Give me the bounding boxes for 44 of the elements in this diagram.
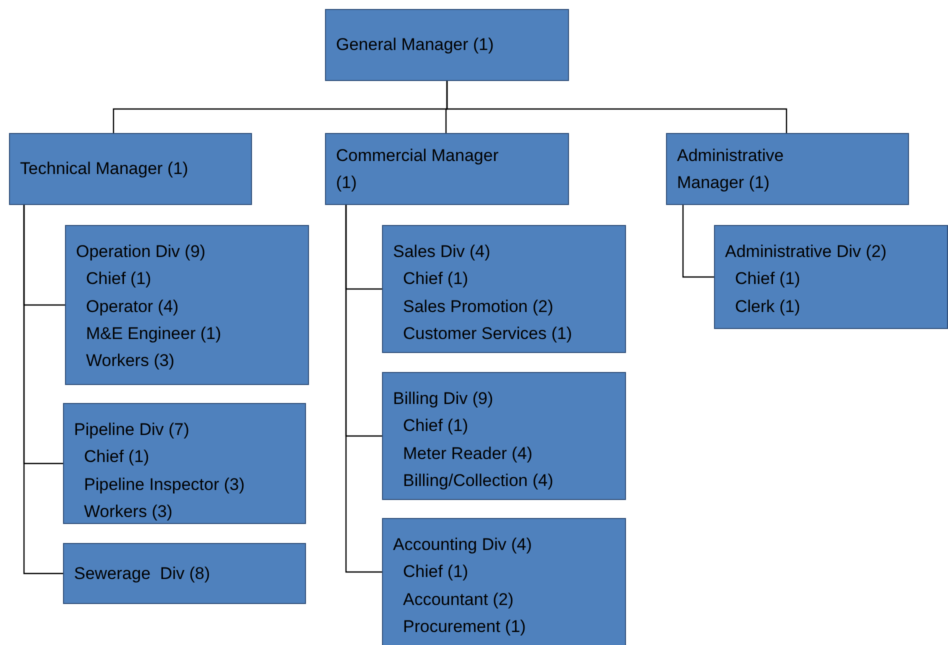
staff-line: Procurement (1) xyxy=(402,616,527,638)
box-title: Administrative Div (2) xyxy=(725,241,888,263)
staff-line: Customer Services (1) xyxy=(402,322,574,345)
org-box xyxy=(382,518,626,645)
staff-line: Chief (1) xyxy=(83,446,150,468)
staff-line: Chief (1) xyxy=(85,268,152,290)
staff-line: Chief (1) xyxy=(734,268,802,290)
box-title: Accounting Div (4) xyxy=(393,534,533,556)
staff-line: Billing/Collection (4) xyxy=(402,470,554,492)
org-box xyxy=(9,133,252,205)
connector-line xyxy=(345,205,382,573)
org-box xyxy=(63,543,306,604)
org-box xyxy=(65,225,309,385)
box-title: Commercial Manager (1) xyxy=(336,144,500,194)
box-title: General Manager (1) xyxy=(336,34,494,56)
staff-line: Pipeline Inspector (3) xyxy=(83,474,246,496)
org-box xyxy=(63,403,306,524)
staff-line: Sales Promotion (2) xyxy=(402,296,554,318)
connector-line xyxy=(23,205,63,574)
org-box xyxy=(382,225,626,353)
staff-line: Clerk (1) xyxy=(734,296,802,318)
staff-line: Chief (1) xyxy=(402,561,470,584)
staff-line: Meter Reader (4) xyxy=(402,442,534,465)
box-title: Sales Div (4) xyxy=(393,241,492,263)
org-box xyxy=(382,372,626,500)
box-title: Pipeline Div (7) xyxy=(74,419,190,441)
org-box xyxy=(714,225,948,329)
box-title: Administrative Manager (1) xyxy=(677,144,785,194)
box-title: Operation Div (9) xyxy=(76,241,206,263)
box-title: Sewerage Div (8) xyxy=(74,562,210,585)
org-box xyxy=(325,9,569,81)
org-box xyxy=(325,133,569,205)
staff-line: Chief (1) xyxy=(402,415,470,438)
box-title: Technical Manager (1) xyxy=(20,158,188,180)
box-title: Billing Div (9) xyxy=(393,388,494,410)
connector-line xyxy=(446,81,788,133)
staff-line: Workers (3) xyxy=(85,350,176,372)
org-box xyxy=(666,133,909,205)
staff-line: Chief (1) xyxy=(402,268,470,290)
staff-line: Workers (3) xyxy=(83,500,174,523)
staff-line: M&E Engineer (1) xyxy=(85,322,222,345)
staff-line: Accountant (2) xyxy=(402,588,515,611)
staff-line: Operator (4) xyxy=(85,296,180,318)
connector-line xyxy=(682,205,714,278)
